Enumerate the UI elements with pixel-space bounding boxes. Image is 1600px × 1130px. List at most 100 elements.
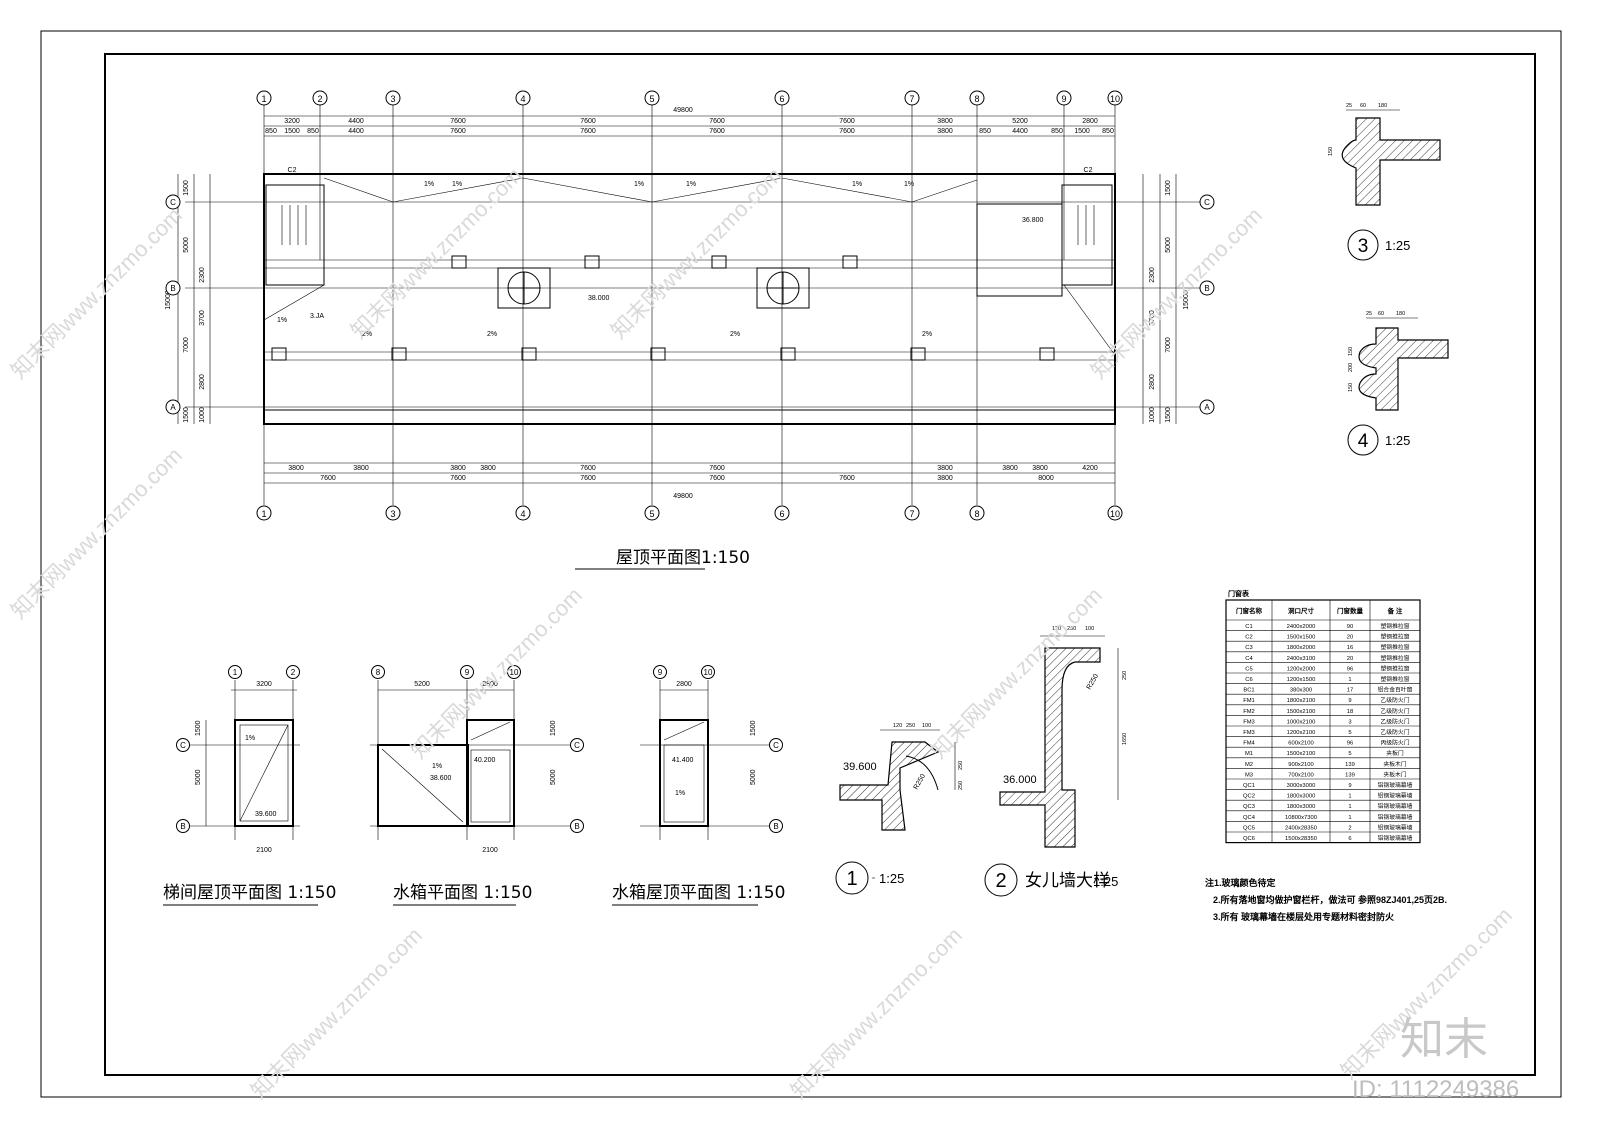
dim-right-1: 7000	[1165, 337, 1172, 353]
dim-top-2: 7600	[580, 128, 596, 135]
table-cell: 1	[1348, 794, 1351, 800]
watermark-7: 知末网www.znzmo.com	[926, 582, 1107, 763]
roof-grid-verticals	[263, 105, 1116, 505]
table-cell: QC1	[1243, 783, 1255, 789]
d2-num: 2	[995, 870, 1006, 892]
dim-top-1: 7600	[450, 118, 466, 125]
table-cell: 2400x3100	[1287, 656, 1316, 662]
roof-right-total: 15000	[1183, 290, 1190, 310]
detail-2-bubble	[984, 863, 1018, 897]
table-cell: 20	[1347, 635, 1353, 641]
axis-label: 2	[291, 668, 296, 677]
detail-2: 120 250 100 36.000 R250 250 1650 2 女儿墙大样…	[984, 626, 1128, 897]
slope-label: 2%	[487, 331, 497, 338]
table-cell: 乙级防火门	[1381, 717, 1410, 725]
slope-label: 1%	[686, 181, 696, 188]
axis-bubble-row: B	[165, 280, 181, 296]
axis-label: 9	[658, 668, 663, 677]
dim-top-2: 1500	[1074, 128, 1090, 135]
dim-left-1: 5000	[183, 237, 190, 253]
dim-right-1: 1500	[1165, 180, 1172, 196]
dim-top-2: 7600	[839, 128, 855, 135]
watermark-8: 知末网www.znzmo.com	[246, 922, 427, 1103]
axis-bubble-top: 7	[904, 90, 920, 106]
tank-roof-dim-v2: 5000	[750, 769, 757, 785]
table-cell: 塑钢推拉窗	[1381, 675, 1410, 683]
dim-top-1: 2800	[1082, 118, 1098, 125]
table-cell: 2	[1348, 825, 1351, 831]
axis-bubble-top: 2	[312, 90, 328, 106]
roof-overall-dim-top: 49800	[673, 107, 693, 114]
axis-label: C	[180, 741, 186, 750]
table-cell: M2	[1245, 762, 1253, 768]
stair-roof-title: 梯间屋顶平面图 1:150	[163, 883, 336, 903]
table-cell: 1200x2000	[1287, 666, 1316, 672]
axis-label: 10	[1110, 94, 1120, 104]
table-cell: 塑钢推拉窗	[1381, 633, 1410, 641]
dim-right-2: 2300	[1149, 267, 1156, 283]
table-cell: 塑钢推拉窗	[1381, 654, 1410, 662]
table-cell: 乙级防火门	[1381, 728, 1410, 736]
watermark-6: 知末网www.znzmo.com	[406, 582, 587, 763]
dim-bottom-1: 7600	[580, 465, 596, 472]
table-cell: 夹板门	[1386, 749, 1404, 757]
tank-dim-v2: 5000	[550, 769, 557, 785]
dim-right-2: 3700	[1149, 310, 1156, 326]
table-cell: 139	[1345, 762, 1355, 768]
axis-label: 6	[779, 94, 784, 104]
dim-bottom-1: 3800	[353, 465, 369, 472]
table-cell: 1500x28350	[1285, 836, 1317, 842]
d2-radius: R250	[1086, 673, 1100, 691]
table-cell: 9	[1348, 698, 1351, 704]
d4-dim-1: 25	[1366, 311, 1372, 317]
table-cell: 塑钢推拉窗	[1381, 622, 1410, 630]
axis-label: 6	[779, 509, 784, 519]
dim-bottom-2: 7600	[580, 475, 596, 482]
stair-row-bubble: B	[176, 819, 190, 833]
table-cell: 铝钢玻璃幕墙	[1378, 823, 1413, 831]
d3-dim-v: 150	[1328, 147, 1334, 156]
table-cell: BC1	[1243, 688, 1254, 694]
stair-left	[265, 184, 325, 286]
table-cell: 塑钢推拉窗	[1381, 664, 1410, 672]
axis-label: A	[1204, 403, 1210, 412]
dim-bottom-1: 4200	[1082, 465, 1098, 472]
dim-top-2: 4400	[348, 128, 364, 135]
watermark-logo: 知末	[1400, 1014, 1488, 1065]
roof-plan-title: 屋顶平面图1:150	[616, 548, 750, 568]
dim-top-2: 7600	[709, 128, 725, 135]
table-cell: 17	[1347, 688, 1353, 694]
table-cell: 5	[1348, 730, 1351, 736]
table-cell: 700x2100	[1288, 772, 1313, 778]
table-cell: C5	[1245, 666, 1252, 672]
roof-overall-dim-bottom: 49800	[673, 493, 693, 500]
d4-dim-2: 60	[1378, 311, 1384, 317]
d4-dim-v1: 150	[1348, 347, 1354, 356]
watermark-3: 知末网www.znzmo.com	[606, 162, 787, 343]
slope-label: 1%	[452, 181, 462, 188]
stair-axis-bubble: 2	[286, 665, 300, 679]
axis-label: B	[773, 822, 778, 831]
tank-axis-bubble: 8	[371, 665, 385, 679]
axis-label: 10	[1110, 509, 1120, 519]
table-cell: 600x2100	[1288, 741, 1313, 747]
tank-elev-1: 38.600	[430, 775, 452, 782]
axis-label: 2	[317, 94, 322, 104]
table-cell: 1800x3000	[1287, 804, 1316, 810]
table-cell: 6	[1348, 836, 1351, 842]
watermark-id: ID: 1112249386	[1352, 1076, 1519, 1103]
dim-bottom-2: 3800	[937, 475, 953, 482]
roof-grid-horizontals	[185, 201, 1200, 408]
inner-border	[104, 53, 1536, 1076]
c2-label-right: C2	[1084, 167, 1093, 174]
table-cell: 1	[1348, 804, 1351, 810]
dim-bottom-1: 3800	[937, 465, 953, 472]
dim-bottom-2: 7600	[709, 475, 725, 482]
slope-label: 2%	[730, 331, 740, 338]
stair-slope: 1%	[245, 735, 255, 742]
d4-scale: 1:25	[1385, 433, 1410, 448]
d3-dim-2: 60	[1360, 103, 1366, 109]
tank-dim-b: 2100	[482, 847, 498, 854]
table-cell: 18	[1347, 709, 1353, 715]
